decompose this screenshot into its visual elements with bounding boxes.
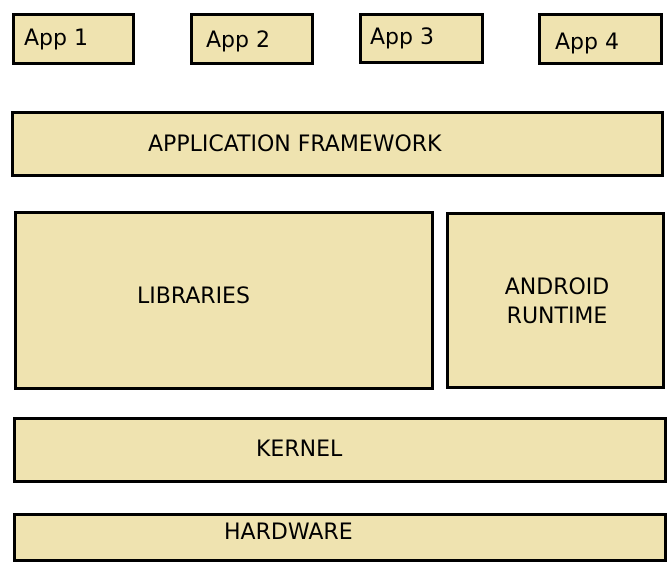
app-3-box: [359, 13, 484, 64]
hardware-label: HARDWARE: [224, 520, 353, 545]
app-2-label: App 2: [206, 28, 270, 53]
android-runtime-label: ANDROID RUNTIME: [505, 273, 609, 331]
app-4-label: App 4: [555, 30, 619, 55]
android-runtime-line1: ANDROID: [504, 275, 610, 300]
android-runtime-line2: RUNTIME: [506, 304, 608, 329]
application-framework-label: APPLICATION FRAMEWORK: [148, 132, 442, 157]
android-runtime-box: [446, 212, 665, 389]
app-1-box: [12, 13, 135, 65]
kernel-label: KERNEL: [256, 437, 343, 462]
hardware-box: [13, 513, 667, 562]
app-2-box: [190, 13, 314, 65]
app-3-label: App 3: [370, 25, 434, 50]
app-1-label: App 1: [24, 26, 88, 51]
app-4-box: [538, 13, 663, 65]
libraries-box: [14, 211, 434, 390]
libraries-label: LIBRARIES: [137, 284, 250, 309]
kernel-box: [13, 417, 667, 483]
application-framework-box: [11, 111, 664, 177]
